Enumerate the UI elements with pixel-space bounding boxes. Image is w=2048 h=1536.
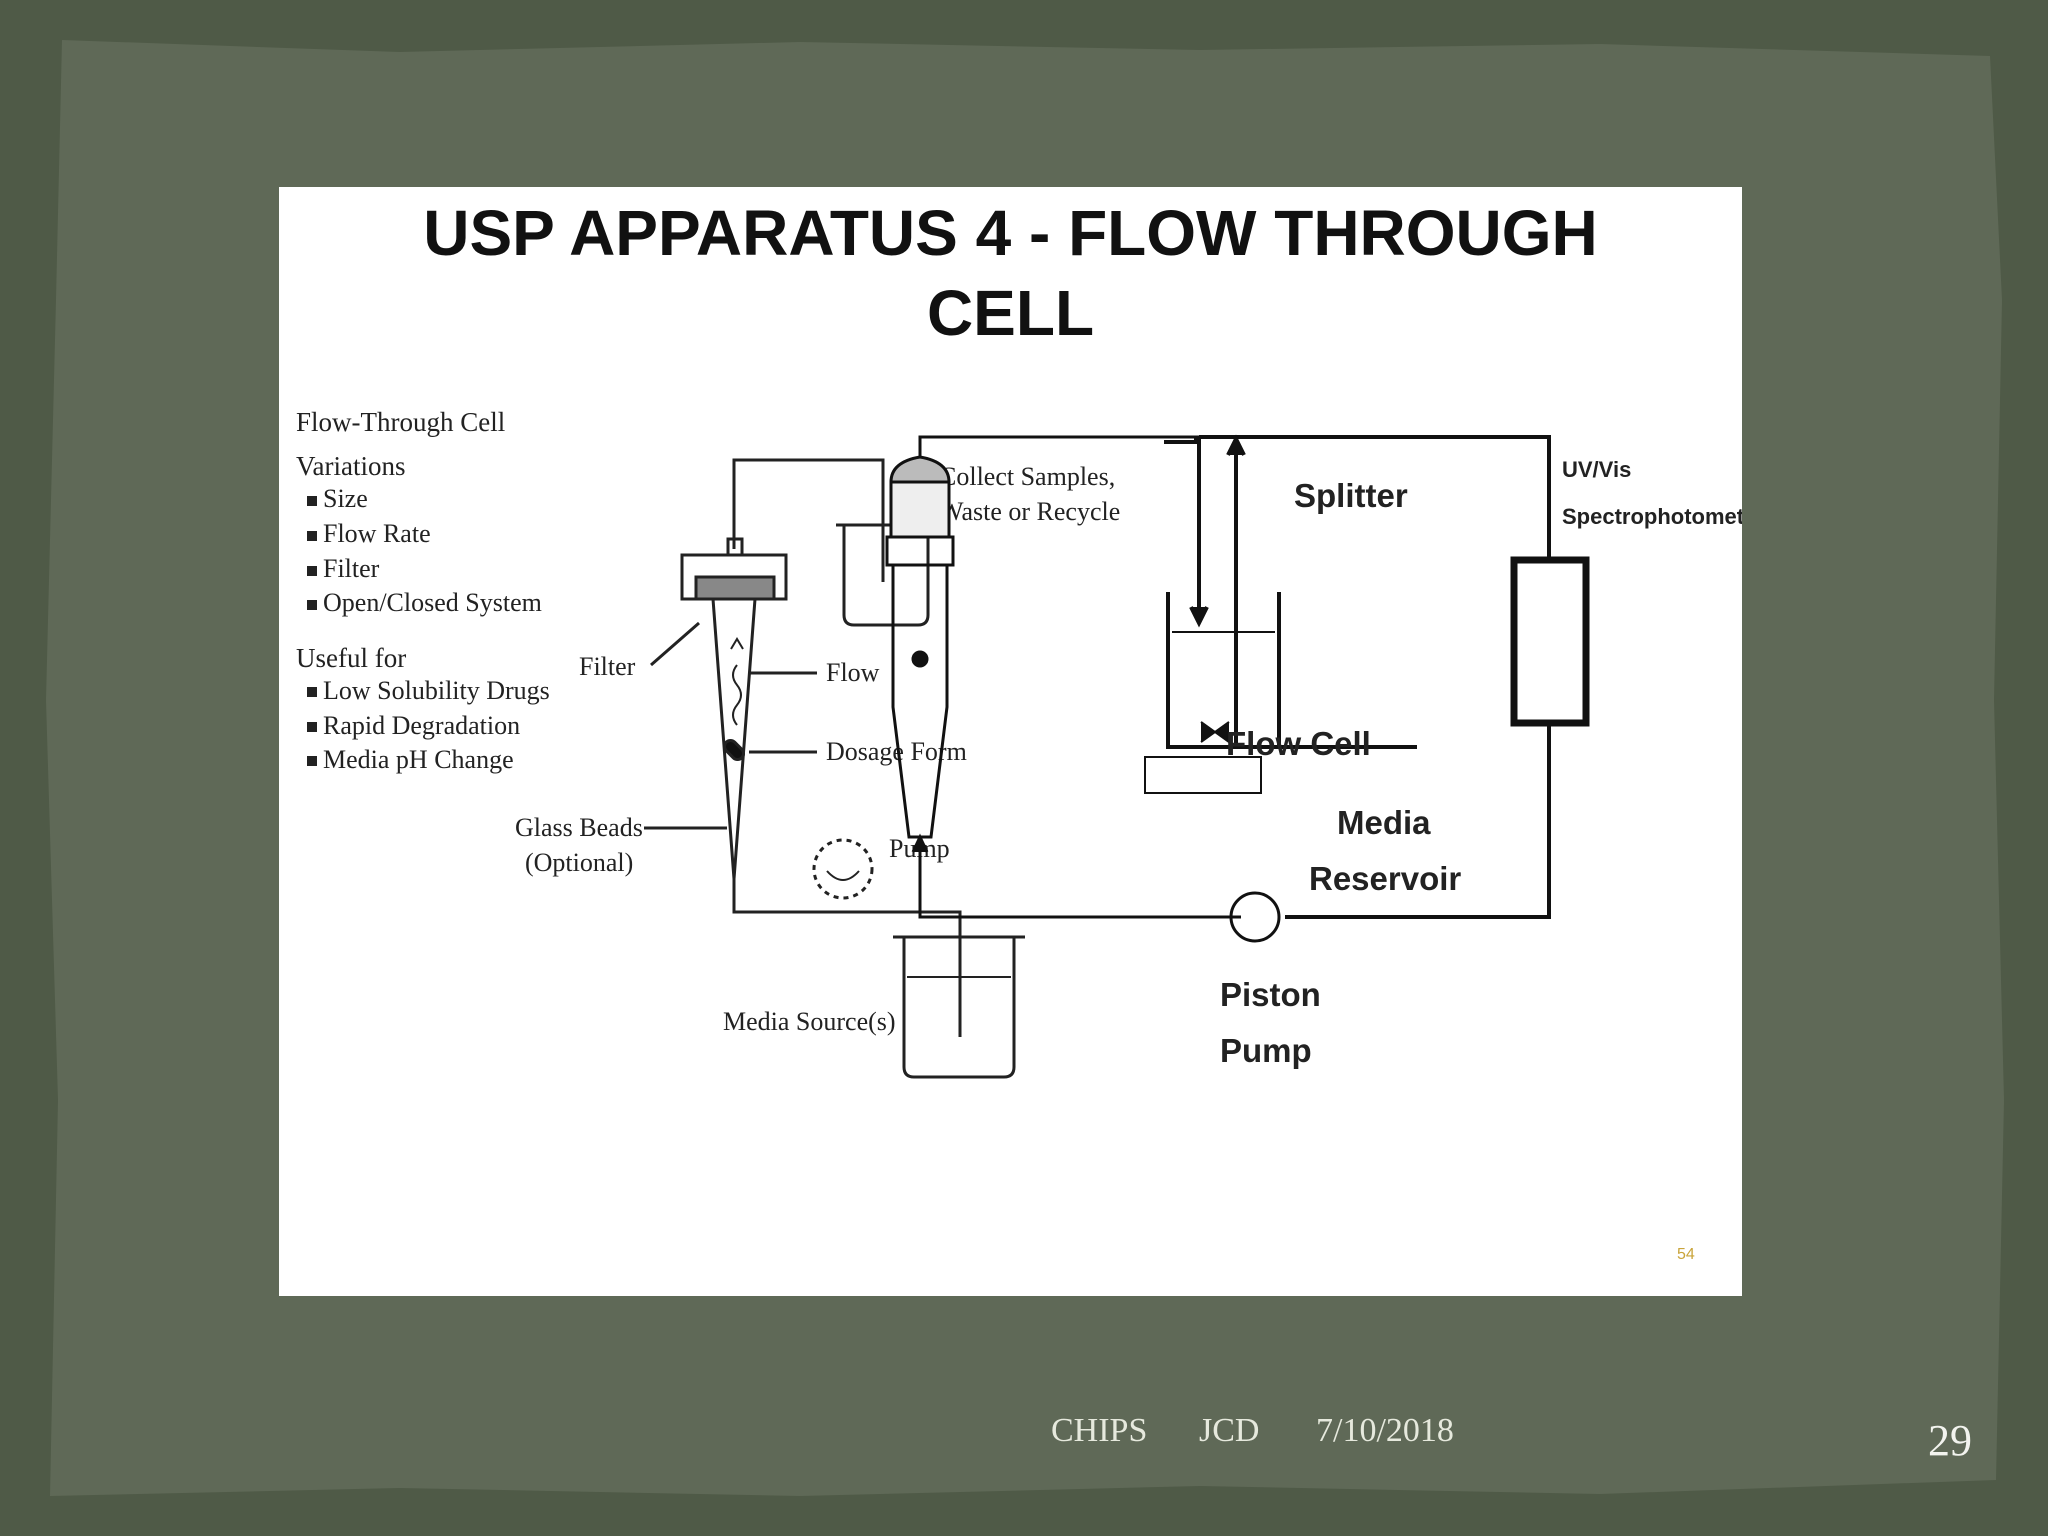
splitter-label: Splitter bbox=[1294, 477, 1408, 514]
uvvis-cell bbox=[1510, 556, 1590, 727]
bullet-icon bbox=[307, 756, 317, 766]
return-line bbox=[1234, 435, 1551, 747]
apparatus-diagram: Flow-Through Cell Variations Size Flow R… bbox=[296, 407, 1742, 1263]
outlet-tubing bbox=[732, 458, 885, 582]
flow-cell-cone bbox=[891, 565, 949, 839]
flow-cell-collar bbox=[885, 535, 955, 567]
useful-item: Media pH Change bbox=[323, 745, 514, 774]
glass-beads-label: Glass Beads bbox=[515, 813, 643, 842]
source-page-number: 54 bbox=[1677, 1246, 1695, 1263]
flow-cell-inlet-arrow-icon bbox=[911, 833, 929, 853]
pump-label-right: Pump bbox=[1220, 1032, 1312, 1069]
useful-item: Rapid Degradation bbox=[323, 711, 520, 740]
filter-label: Filter bbox=[579, 652, 636, 681]
slide-title-line-2: CELL bbox=[926, 277, 1095, 349]
footer-date: 7/10/2018 bbox=[1316, 1412, 1454, 1449]
bullet-icon bbox=[307, 687, 317, 697]
useful-for-heading: Useful for bbox=[296, 643, 406, 673]
bullet-icon bbox=[307, 600, 317, 610]
flow-cell-cap bbox=[889, 455, 951, 484]
collection-beaker bbox=[842, 525, 930, 627]
slide-page-number: 29 bbox=[1928, 1416, 1972, 1465]
footer-chips: CHIPS bbox=[1051, 1412, 1148, 1449]
useful-for-list: Low Solubility Drugs Rapid Degradation M… bbox=[307, 676, 550, 774]
reservoir-stirrer-base bbox=[1144, 756, 1262, 794]
flow-cell-sample bbox=[911, 650, 929, 668]
bullet-icon bbox=[307, 722, 317, 732]
filter-element bbox=[694, 575, 776, 601]
variation-item: Flow Rate bbox=[323, 519, 431, 548]
slide-image-panel: USP APPARATUS 4 - FLOW THROUGH CELL Flow… bbox=[279, 187, 1742, 1296]
flow-cell-body bbox=[885, 435, 1281, 943]
flow-cell-upper bbox=[889, 480, 951, 539]
bullet-icon bbox=[307, 496, 317, 506]
pump-to-cell-line bbox=[918, 837, 1241, 919]
reservoir-label: Reservoir bbox=[1309, 860, 1461, 897]
media-reservoir-beaker bbox=[1166, 592, 1281, 749]
dosage-form-tablet bbox=[722, 738, 746, 762]
variations-list: Size Flow Rate Filter Open/Closed System bbox=[307, 484, 542, 617]
cell-body bbox=[711, 598, 757, 880]
useful-item: Low Solubility Drugs bbox=[323, 676, 550, 705]
uvvis-label: UV/Vis bbox=[1562, 457, 1631, 482]
flow-path bbox=[732, 664, 742, 726]
bullet-icon bbox=[307, 531, 317, 541]
variations-heading: Variations bbox=[296, 451, 405, 481]
bullet-icon bbox=[307, 566, 317, 576]
variation-item: Open/Closed System bbox=[323, 588, 542, 617]
variation-item: Filter bbox=[323, 554, 380, 583]
media-source-beaker bbox=[902, 937, 1016, 1079]
media-source-label: Media Source(s) bbox=[723, 1007, 896, 1036]
detector-return-line bbox=[1285, 723, 1551, 919]
pump-icon bbox=[812, 838, 874, 900]
stir-bar-icon bbox=[1200, 721, 1217, 743]
collect-label: Collect Samples, bbox=[939, 462, 1115, 491]
media-label: Media bbox=[1337, 804, 1431, 841]
flow-through-cell-heading: Flow-Through Cell bbox=[296, 407, 505, 437]
return-arrow-icon bbox=[1226, 434, 1246, 456]
slide-title-line-1: USP APPARATUS 4 - FLOW THROUGH bbox=[423, 197, 1598, 269]
piston-pump-icon bbox=[1229, 891, 1281, 943]
waste-label: Waste or Recycle bbox=[939, 497, 1120, 526]
flow-cell-label: Flow Cell bbox=[1226, 725, 1371, 762]
piston-label: Piston bbox=[1220, 976, 1321, 1013]
flow-through-cell-schematic bbox=[644, 458, 1025, 1079]
stir-bar-icon bbox=[1213, 721, 1230, 743]
flow-arrow-icon bbox=[730, 637, 744, 650]
cell-outlet-stub bbox=[726, 537, 744, 557]
filter-pointer bbox=[650, 621, 700, 667]
closed-loop-schematic bbox=[1144, 434, 1590, 919]
footer-author: JCD bbox=[1199, 1412, 1260, 1449]
pump-rotor bbox=[826, 870, 860, 881]
inlet-tubing bbox=[732, 879, 962, 1037]
glass-beads-optional-label: (Optional) bbox=[525, 848, 633, 877]
variation-item: Size bbox=[323, 484, 368, 513]
spectrophotometer-label: Spectrophotometer bbox=[1562, 504, 1742, 529]
flow-label: Flow bbox=[826, 658, 880, 687]
